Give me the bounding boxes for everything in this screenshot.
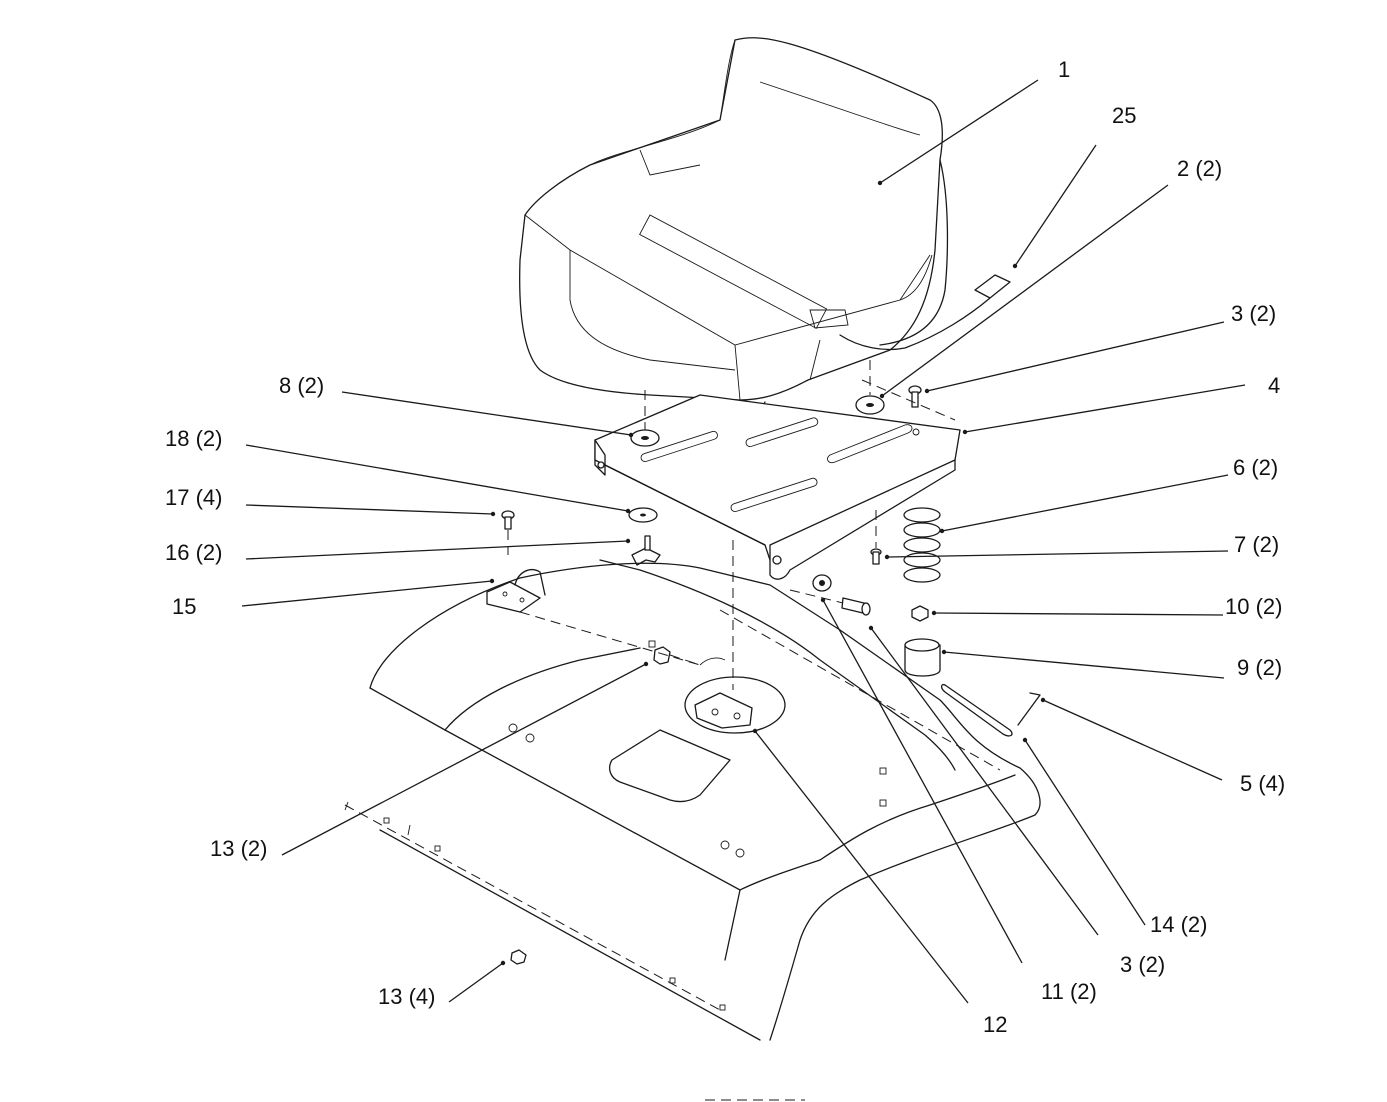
part-3-bolt-side	[841, 597, 871, 616]
fender-deck	[344, 559, 1041, 1041]
leader-line-c3a	[926, 321, 1225, 392]
callout-labels: 1 25 2 (2) 3 (2) 4 8 (2) 18 (2) 6 (2) 17…	[165, 57, 1285, 1037]
leader-line-c10	[933, 612, 1224, 616]
leader-dot-c18	[625, 508, 631, 514]
leader-dot-c17	[490, 511, 496, 517]
seat-mounting-plate	[594, 394, 961, 580]
part-6-spring	[903, 507, 941, 583]
leader-dot-c4	[962, 429, 968, 435]
leader-line-c2	[881, 184, 1169, 397]
leader-line-c4	[964, 384, 1246, 433]
part-10-nut	[911, 605, 929, 622]
leader-line-c1	[879, 79, 1039, 184]
leader-dot-c14	[1022, 737, 1028, 743]
leader-line-c7	[886, 550, 1229, 558]
callout-2: 2 (2)	[1177, 156, 1222, 181]
leader-line-c18	[245, 444, 629, 512]
callout-9: 9 (2)	[1237, 655, 1282, 680]
callout-15: 15	[172, 594, 196, 619]
leader-line-c17	[245, 504, 494, 515]
leader-line-c6	[941, 474, 1229, 532]
leader-line-c13b	[448, 962, 504, 1003]
leader-dot-c3b	[868, 625, 874, 631]
part-3-bolt-top	[908, 385, 922, 408]
callout-4: 4	[1268, 373, 1280, 398]
leader-line-c9	[943, 651, 1225, 679]
leader-dot-c11	[820, 597, 826, 603]
leader-dot-c8	[628, 432, 634, 438]
part-8-spacer	[630, 429, 660, 447]
callout-1: 1	[1058, 57, 1070, 82]
callout-5: 5 (4)	[1240, 771, 1285, 796]
callout-13-bottom: 13 (4)	[378, 984, 435, 1009]
callout-3-bottom: 3 (2)	[1120, 952, 1165, 977]
callout-6: 6 (2)	[1233, 455, 1278, 480]
leader-dot-c9	[941, 649, 947, 655]
leader-dot-c15	[489, 578, 495, 584]
leader-dot-c6	[939, 528, 945, 534]
callout-18: 18 (2)	[165, 426, 222, 451]
callout-10: 10 (2)	[1225, 594, 1282, 619]
part-16-knob	[631, 535, 661, 566]
leader-dot-c13a	[643, 661, 649, 667]
leader-dot-c10	[931, 610, 937, 616]
part-2-spacer	[855, 395, 885, 415]
leader-dot-c1	[877, 180, 883, 186]
part-7-bolt	[870, 548, 882, 565]
leader-line-c15	[241, 580, 493, 607]
part-13-nut-bottom	[510, 949, 527, 965]
part-18-washer	[628, 507, 658, 523]
callout-8: 8 (2)	[279, 373, 324, 398]
leader-dot-c13b	[500, 960, 506, 966]
seat-switch	[839, 274, 1011, 351]
callout-3-top: 3 (2)	[1231, 301, 1276, 326]
callout-12: 12	[983, 1012, 1007, 1037]
callout-7: 7 (2)	[1234, 532, 1279, 557]
leader-line-c16	[245, 540, 629, 560]
leader-line-c11	[822, 599, 1023, 964]
leader-line-c13a	[281, 663, 647, 856]
leader-dot-c16	[625, 538, 631, 544]
callout-13-top: 13 (2)	[210, 836, 267, 861]
leader-line-c3b	[870, 627, 1099, 936]
leader-dot-c12	[752, 728, 758, 734]
part-9-bumper	[904, 638, 941, 677]
callout-25: 25	[1112, 103, 1136, 128]
leader-line-c8	[341, 391, 632, 436]
part-11-washer	[812, 574, 832, 592]
part-17-bolt	[501, 510, 515, 530]
callout-16: 16 (2)	[165, 540, 222, 565]
part-14-plate	[940, 683, 1013, 737]
leader-dot-c3a	[924, 388, 930, 394]
callout-11: 11 (2)	[1041, 979, 1097, 1004]
leader-line-c12	[754, 730, 969, 1004]
leader-dot-c25	[1012, 263, 1018, 269]
leader-dot-c5	[1040, 697, 1046, 703]
leader-dot-c2	[879, 393, 885, 399]
seat	[519, 37, 949, 413]
callout-14: 14 (2)	[1150, 912, 1207, 937]
leader-dot-c7	[884, 554, 890, 560]
part-5-screw	[1017, 692, 1041, 726]
part-13-nut	[653, 646, 671, 665]
assembly-centerlines	[344, 360, 1001, 1011]
part-15-bracket	[486, 569, 546, 613]
leader-line-c5	[1042, 699, 1223, 781]
leader-lines	[241, 79, 1246, 1004]
callout-17: 17 (4)	[165, 485, 222, 510]
leader-line-c25	[1014, 144, 1097, 267]
leader-line-c14	[1024, 739, 1146, 926]
